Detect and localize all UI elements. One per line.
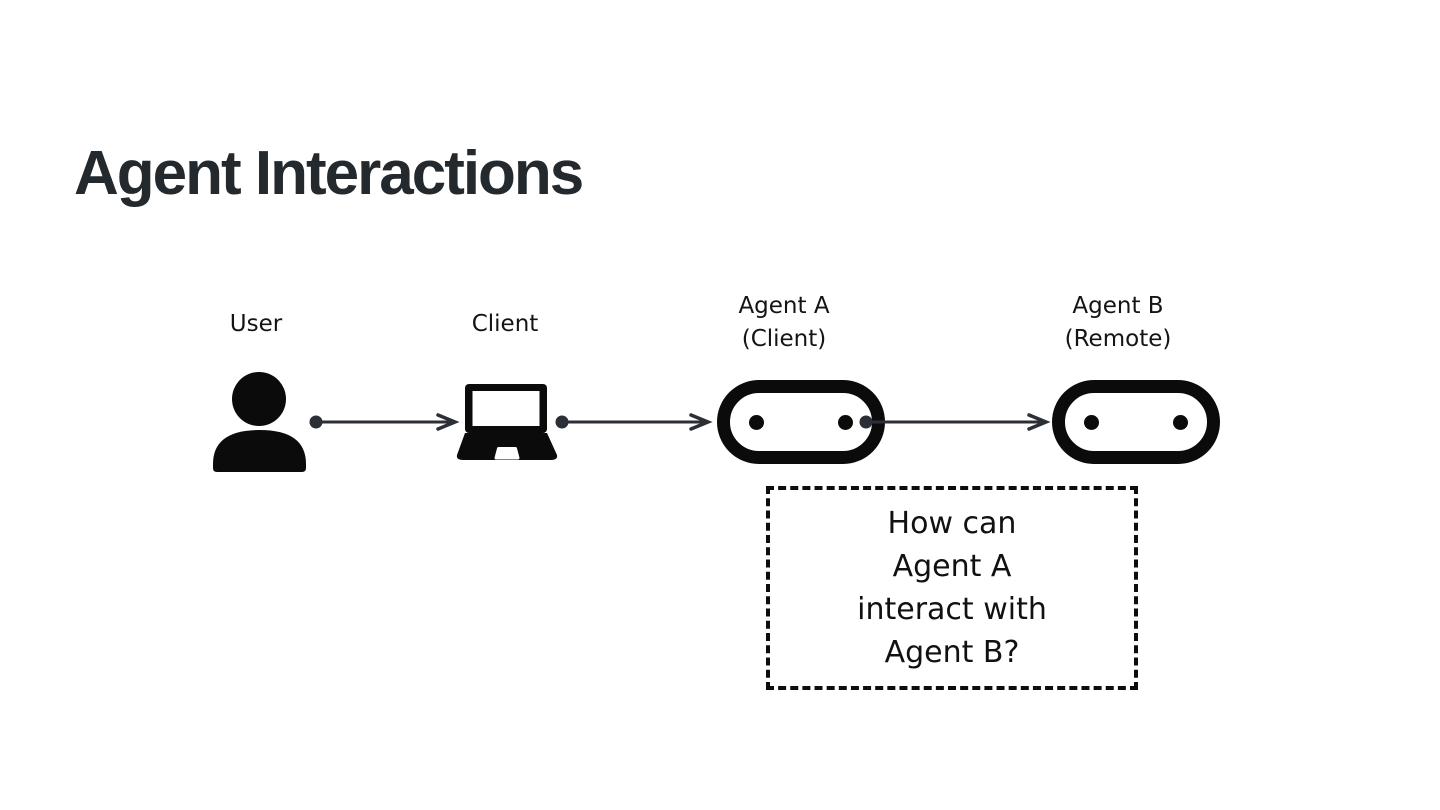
question-line-1: How can [887, 506, 1017, 541]
question-line-2: Agent A [892, 549, 1012, 584]
robot-eye-left [1084, 414, 1099, 430]
agent-b-label-text: Agent B [1072, 293, 1164, 319]
agent-b-label: Agent B (Remote) [1018, 290, 1218, 356]
slide-title: Agent Interactions [74, 138, 584, 208]
arrow-user-to-client [309, 413, 460, 431]
robot-icon-agent-b [1052, 380, 1220, 464]
robot-eye-right [838, 414, 853, 430]
agent-b-sublabel-text: (Remote) [1064, 326, 1172, 352]
user-label: User [156, 308, 356, 341]
robot-eye-right [1173, 414, 1188, 430]
laptop-icon-svg [456, 384, 558, 460]
person-icon [211, 372, 308, 477]
person-icon-svg [213, 372, 306, 472]
question-box: How can Agent A interact with Agent B? [766, 486, 1138, 690]
robot-eye-left [749, 414, 764, 430]
user-label-text: User [229, 311, 283, 337]
agent-a-label-text: Agent A [738, 293, 830, 319]
arrow-agent-a-to-agent-b [859, 413, 1051, 431]
client-label-text: Client [471, 311, 539, 337]
laptop-icon [455, 384, 559, 467]
question-line-3: interact with [857, 592, 1047, 627]
agent-a-sublabel-text: (Client) [741, 326, 827, 352]
client-label: Client [405, 308, 605, 341]
question-line-4: Agent B? [884, 635, 1020, 670]
agent-a-label: Agent A (Client) [684, 290, 884, 356]
arrow-client-to-agent-a [555, 413, 713, 431]
